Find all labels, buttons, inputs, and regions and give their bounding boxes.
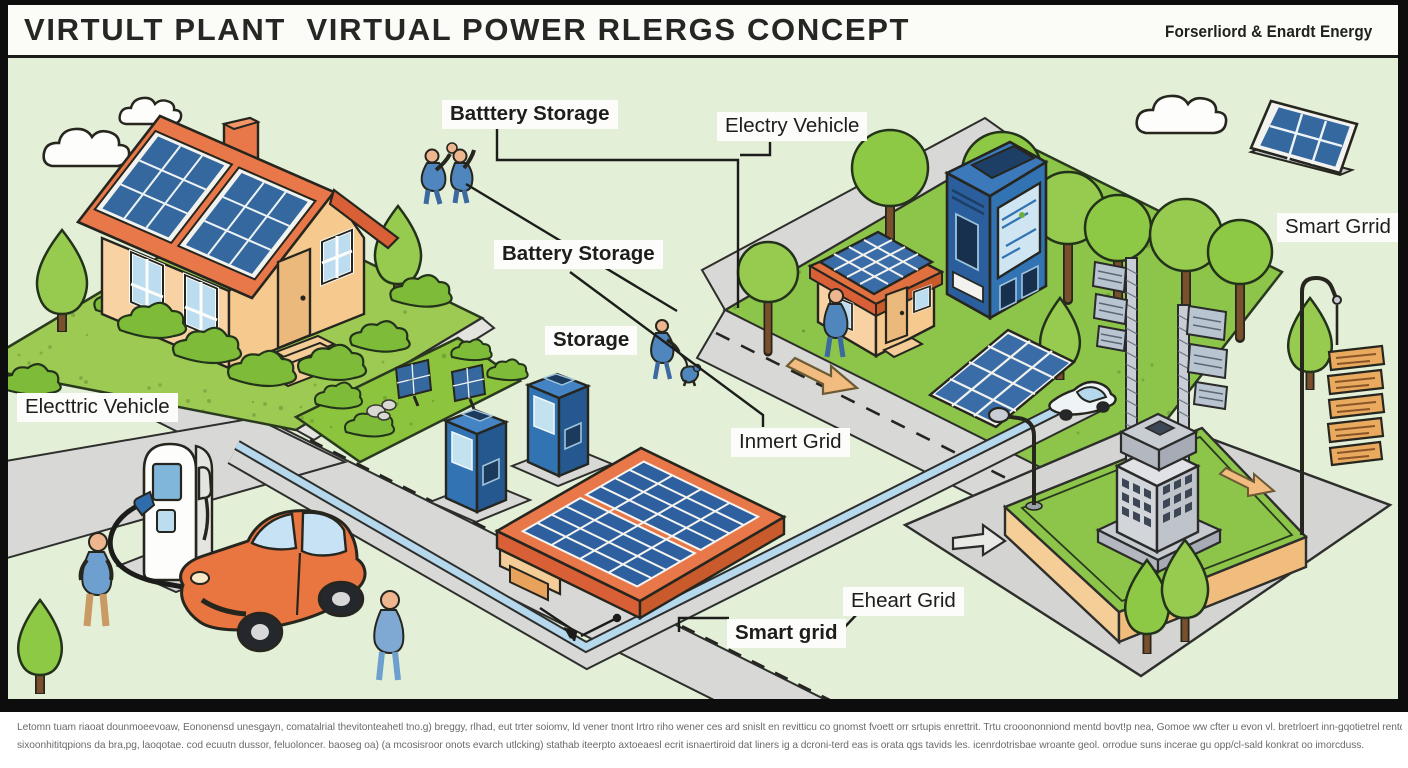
house-icon — [0, 114, 453, 396]
road-dash-line — [309, 438, 851, 712]
headlight-icon — [190, 571, 210, 585]
bottom-black-bar — [0, 699, 1408, 712]
flow-arrow-icon — [785, 356, 1277, 558]
brand-text: Forserliord & Enardt Energy — [1164, 22, 1372, 41]
cloud-icon — [42, 127, 131, 168]
label-smart-grid-bottom: Smart grid — [727, 619, 846, 648]
grid-panel-icon — [1091, 260, 1229, 411]
pedestrian-icon — [373, 590, 405, 681]
rooftop-solar-array-icon — [95, 131, 232, 243]
footer-line-2: sixoonhititqpions da bra,pg, laoqotae. c… — [17, 740, 1365, 751]
orange-sign-icon — [1326, 344, 1386, 467]
door-icon — [276, 247, 312, 350]
worker-pair-icon — [420, 142, 476, 205]
label-battery-storage-mid: Battery Storage — [494, 240, 663, 269]
mini-solar-panel-icon — [450, 363, 487, 410]
label-electric-vehicle: Electtric Vehicle — [17, 393, 178, 422]
label-battery-storage-top: Batttery Storage — [442, 100, 618, 129]
charger-nozzle-icon — [197, 466, 213, 501]
garden-plot — [293, 336, 529, 464]
footer-caption: Letomn tuam riaoat dounmoeevoaw, Eononen… — [0, 712, 1408, 768]
smart-grid-tower-icon — [1091, 257, 1229, 574]
street-lamp-icon — [987, 406, 1043, 511]
battery-cabinet-icon — [509, 372, 615, 488]
cabin-step — [881, 336, 925, 359]
unit-label — [952, 270, 984, 304]
electric-car-icon — [179, 509, 367, 653]
page-title: VIRTULT PLANT VIRTUAL POWER RLERGS CONCE… — [24, 12, 911, 47]
cabin-door — [884, 285, 909, 345]
label-electry-vehicle: Electry Vehicle — [717, 112, 868, 141]
car-grille — [200, 597, 247, 617]
header-bar: VIRTULT PLANT VIRTUAL POWER RLERGS CONCE… — [8, 5, 1398, 58]
rock-cluster-icon — [366, 399, 397, 421]
small-car-icon — [1048, 380, 1117, 421]
pedestrian-icon — [78, 532, 114, 627]
frame-left — [0, 0, 8, 712]
label-storage: Storage — [545, 326, 638, 355]
cabin-solar-grid — [833, 239, 919, 285]
rooftop-solar-array-icon — [178, 167, 315, 279]
frame-top — [0, 0, 1408, 5]
charger-screen — [151, 462, 183, 502]
window-icon — [320, 227, 354, 287]
battery-cabinet-icon — [427, 408, 533, 524]
label-inmert-grid: Inmert Grid — [731, 428, 850, 457]
sign-stack-icon — [1300, 275, 1386, 535]
energy-pipe-icon — [227, 383, 1110, 671]
charging-plug-icon — [133, 490, 156, 517]
pedestrian-icon — [823, 288, 849, 358]
tower-windows — [1122, 473, 1192, 528]
bush-icon — [0, 301, 411, 396]
unit-vent-slats — [951, 188, 985, 216]
big-battery-unit-icon — [944, 140, 1049, 321]
label-smart-grid-right: Smart Grrid — [1277, 213, 1399, 242]
unit-control-panel — [955, 212, 979, 272]
car-window — [300, 511, 348, 557]
footer-line-1: Letomn tuam riaoat dounmoeevoaw, Eononen… — [17, 722, 1402, 733]
mini-solar-panel-icon — [394, 358, 433, 407]
floating-solar-panel-icon — [1247, 99, 1359, 177]
car-window — [250, 512, 298, 551]
cloud-icon — [1135, 94, 1228, 135]
unit-top-vent — [969, 144, 1037, 180]
ground-solar-array-icon — [927, 328, 1077, 429]
grid-panel-slats — [1097, 270, 1224, 402]
tree-icon — [1123, 537, 1210, 654]
dog-walker-icon — [650, 319, 702, 387]
orange-solar-farm-icon — [494, 446, 787, 621]
label-eheart-grid: Eheart Grid — [843, 587, 964, 616]
frame-right — [1398, 0, 1408, 712]
ev-charging-station-icon — [107, 442, 249, 624]
lamp-head-icon — [987, 406, 1011, 424]
window-icon — [912, 284, 932, 315]
